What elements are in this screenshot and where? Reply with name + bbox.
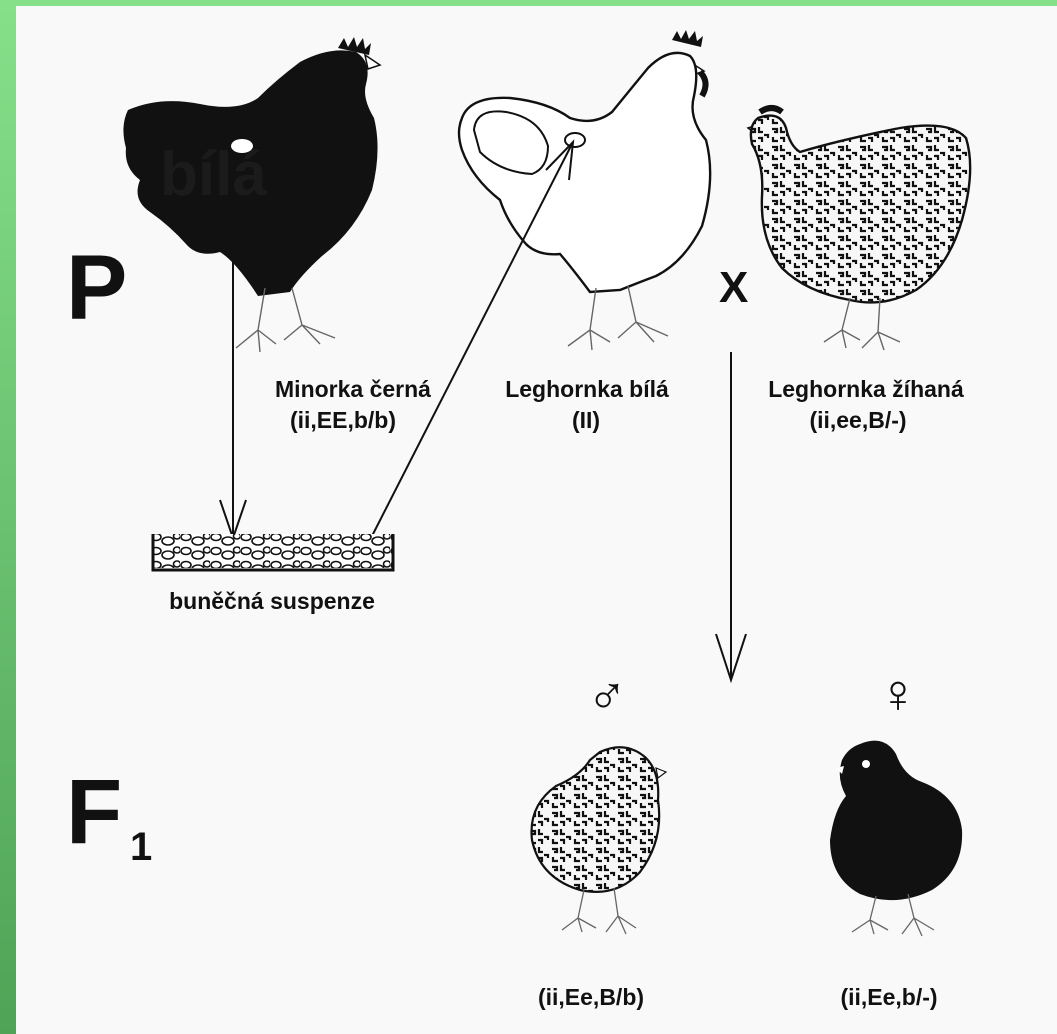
generation-f-subscript: 1 — [130, 825, 152, 869]
barred-chick-icon — [532, 747, 667, 934]
black-rooster-icon: bílá — [123, 37, 380, 352]
cross-symbol: X — [719, 263, 748, 312]
leghorn-barred-name: Leghornka žíhaná — [768, 376, 964, 402]
black-chick-icon — [830, 741, 962, 936]
suspension-label: buněčná suspenze — [169, 588, 375, 614]
generation-f-label: F — [66, 761, 122, 863]
minorka-genotype: (ii,EE,b/b) — [290, 407, 396, 433]
arrow-cross-to-offspring — [716, 352, 746, 680]
male-symbol: ♂ — [587, 664, 628, 724]
white-rooster-icon — [459, 30, 710, 350]
watermark-text: bílá — [160, 140, 267, 209]
barred-hen-icon — [748, 108, 970, 350]
female-symbol: ♀ — [878, 664, 919, 724]
minorka-name: Minorka černá — [275, 376, 431, 402]
female-offspring-genotype: (ii,Ee,b/-) — [840, 984, 937, 1010]
male-offspring-genotype: (ii,Ee,B/b) — [538, 984, 644, 1010]
leghorn-barred-genotype: (ii,ee,B/-) — [809, 407, 906, 433]
leghorn-white-name: Leghornka bílá — [505, 376, 669, 402]
arrow-suspension-to-leghorn — [372, 142, 573, 536]
leghorn-white-genotype: (II) — [572, 407, 600, 433]
generation-p-label: P — [66, 237, 127, 339]
cell-suspension-dish-icon — [153, 534, 393, 570]
